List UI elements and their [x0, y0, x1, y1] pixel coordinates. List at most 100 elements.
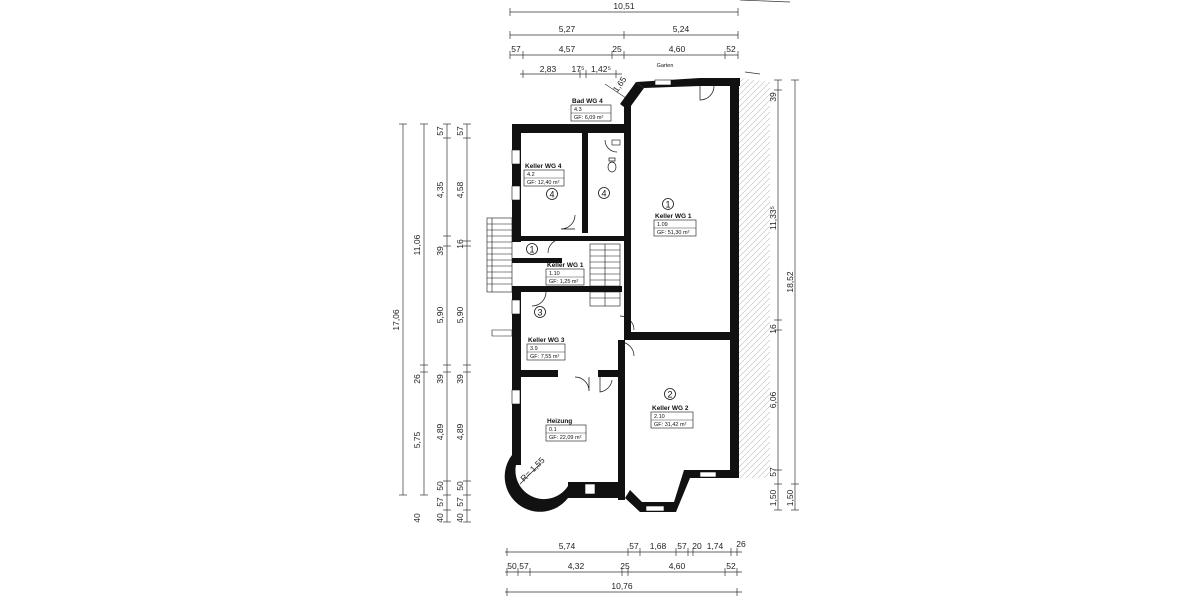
- room-area: GF: 31,42 m²: [654, 422, 687, 428]
- dim-left-col3: 39: [435, 246, 445, 256]
- wash-basin-icon: [611, 139, 621, 146]
- right-dimension-chains: [774, 79, 799, 511]
- left-dimension-labels: 17,06 11,06 26 5,75 40 57 4,35 39 5,90 3…: [391, 126, 465, 523]
- staircase-inner: [589, 243, 621, 307]
- dim-left-col3: 5,90: [435, 306, 445, 323]
- room-keller-wg4: Keller WG 4 4.2 GF: 12,40 m² 4: [523, 163, 565, 200]
- room-heizung: Heizung 0.1 GF: 22,09 m²: [545, 418, 587, 442]
- dim-right-col1: 1,50: [768, 489, 778, 506]
- dim-left-col2: 26: [412, 374, 422, 384]
- room-id: 1.09: [657, 222, 668, 228]
- garden-hatch: [738, 78, 770, 478]
- dim-top-row4: 2,83: [540, 64, 557, 74]
- dim-right-col2: 1,50: [785, 489, 795, 506]
- dim-right-col1: 11,33⁵: [768, 206, 778, 230]
- dim-right-col1: 16: [768, 324, 778, 334]
- dim-bottom-row1: 1,74: [707, 541, 724, 551]
- room-number: 1: [665, 200, 670, 210]
- dim-bottom-row1: 20: [692, 541, 702, 551]
- dim-left-col2: 40: [412, 513, 422, 523]
- dim-bottom-row1: 26: [736, 539, 746, 549]
- dim-left-col4: 57: [455, 497, 465, 507]
- dim-top-row4: 1,42⁵: [591, 64, 611, 74]
- room-number: 4: [549, 190, 554, 200]
- room-area: GF: 12,40 m²: [527, 180, 560, 186]
- toilet-icon: [607, 157, 617, 173]
- room-name: Keller WG 2: [652, 405, 689, 412]
- dim-top-row3: 57: [511, 44, 521, 54]
- bottom-dimension-labels: 5,74 57 1,68 57 20 1,74 26 50 57 4,32 25…: [507, 539, 746, 591]
- dim-bottom-total: 10,76: [611, 581, 633, 591]
- dim-left-col4: 4,89: [455, 423, 465, 440]
- dim-bottom-row2: 25: [620, 561, 630, 571]
- doors: [531, 85, 715, 393]
- dim-left-col3: 4,35: [435, 181, 445, 198]
- room-id: 3.9: [530, 346, 538, 352]
- room-id: 4.2: [527, 172, 535, 178]
- room-id: 1.10: [549, 271, 560, 277]
- dim-left-col4: 5,90: [455, 306, 465, 323]
- dim-bottom-row2: 4,60: [669, 561, 686, 571]
- dim-left-col3: 4,89: [435, 423, 445, 440]
- dim-left-col3: 40: [435, 513, 445, 523]
- dim-top-total: 10,51: [613, 1, 635, 11]
- right-dimension-labels: 39 11,33⁵ 16 6,06 57 1,50 18,52 1,50: [768, 92, 795, 506]
- dim-top-diagonal: 1,65: [611, 74, 629, 94]
- room-name: Keller WG 1: [655, 213, 692, 220]
- dim-left-col2: 5,75: [412, 431, 422, 448]
- dim-top-row3: 4,60: [669, 44, 686, 54]
- room-name: Bad WG 4: [572, 98, 603, 105]
- dim-right-col1: 6,06: [768, 391, 778, 408]
- room-number-circle: 4: [598, 187, 610, 199]
- staircase-outer: [486, 217, 513, 337]
- dim-left-col4: 4,58: [455, 181, 465, 198]
- dim-bottom-row1: 1,68: [650, 541, 667, 551]
- room-id: 0.1: [549, 427, 557, 433]
- room-keller-wg1: 1 Keller WG 1 1.09 GF: 51,30 m²: [653, 198, 697, 237]
- dim-bottom-row2: 57: [519, 561, 529, 571]
- room-keller-wg2: 2 Keller WG 2 2.10 GF: 31,42 m²: [650, 388, 694, 429]
- room-bad-wg4: Bad WG 4 4.3 GF: 6,09 m²: [570, 98, 612, 122]
- dim-left-col4: 39: [455, 374, 465, 384]
- windows: [511, 79, 717, 512]
- room-number: 1: [529, 245, 534, 255]
- dim-top-row3: 52: [726, 44, 736, 54]
- room-name: Keller WG 1: [547, 262, 584, 269]
- dim-right-col2: 18,52: [785, 271, 795, 293]
- room-area: GF: 22,09 m²: [549, 435, 582, 441]
- room-area: GF: 7,55 m²: [530, 354, 560, 360]
- dim-left-col3: 39: [435, 374, 445, 384]
- room-number: 3: [537, 308, 542, 318]
- dim-bottom-row2: 4,32: [568, 561, 585, 571]
- dim-top-row2: 5,24: [673, 24, 690, 34]
- radius-label: R= 1,55: [518, 455, 546, 483]
- dim-top-row3: 4,57: [559, 44, 576, 54]
- room-keller-wg3: 3 Keller WG 3 3.9 GF: 7,55 m²: [526, 306, 566, 361]
- dim-left-col2: 11,06: [412, 234, 422, 255]
- room-area: GF: 1,25 m²: [549, 279, 579, 285]
- dim-bottom-row1: 5,74: [559, 541, 576, 551]
- bottom-dimension-chains: [505, 548, 742, 596]
- dim-top-row3: 25: [612, 44, 622, 54]
- radius-annotation: R= 1,55: [518, 455, 547, 485]
- dim-left-col3: 50: [435, 481, 445, 491]
- dim-right-col1: 39: [768, 92, 778, 102]
- room-name: Keller WG 4: [525, 163, 562, 170]
- room-number: 4: [601, 189, 606, 199]
- dim-left-col4: 40: [455, 513, 465, 523]
- dim-bottom-row2: 52: [726, 561, 736, 571]
- dim-bottom-row1: 57: [629, 541, 639, 551]
- dim-left-total: 17,06: [391, 309, 401, 331]
- dim-top-row2: 5,27: [559, 24, 576, 34]
- dim-top-row4: 17⁵: [572, 64, 585, 74]
- room-number: 2: [667, 390, 672, 400]
- dim-left-col4: 57: [455, 126, 465, 136]
- top-dimension-chains: [509, 0, 791, 99]
- room-name: Heizung: [547, 418, 572, 425]
- dim-bottom-row1: 57: [677, 541, 687, 551]
- dim-left-col3: 57: [435, 497, 445, 507]
- dim-bottom-row2: 50: [507, 561, 517, 571]
- room-id: 2.10: [654, 414, 665, 420]
- room-keller-wg1-small: 1 Keller WG 1 1.10 GF: 1,25 m²: [526, 243, 585, 286]
